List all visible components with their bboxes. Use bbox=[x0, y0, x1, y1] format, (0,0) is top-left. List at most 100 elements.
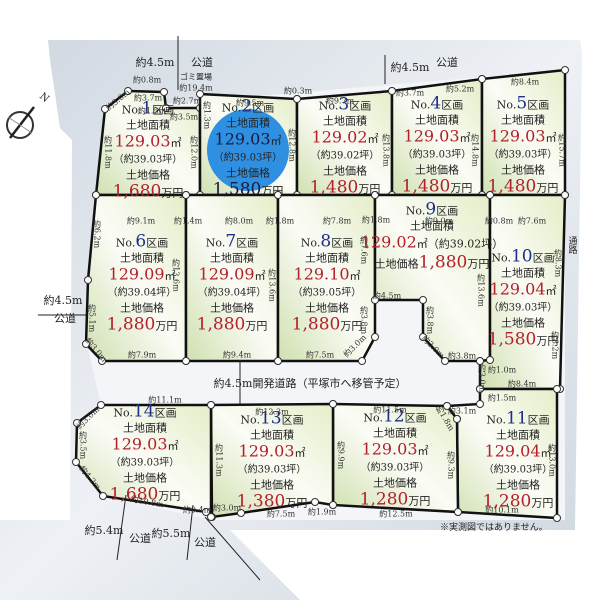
tsubo-value: （約39.03坪） bbox=[402, 149, 472, 161]
boundary-marker bbox=[196, 90, 204, 98]
no-prefix: No. bbox=[115, 236, 136, 250]
lot-label: 区画 bbox=[154, 406, 177, 420]
area-unit: ㎡ bbox=[294, 446, 306, 460]
land-area: 129.03㎡ bbox=[488, 127, 559, 148]
land-area: 129.03㎡ bbox=[237, 441, 308, 463]
compass-icon bbox=[6, 106, 35, 139]
boundary-marker bbox=[82, 340, 90, 348]
land-price: 1,380万円 bbox=[236, 491, 308, 513]
no-prefix: No. bbox=[486, 413, 506, 427]
no-prefix: No. bbox=[496, 98, 517, 112]
boundary-marker bbox=[454, 508, 462, 516]
area-unit: ㎡ bbox=[254, 269, 266, 283]
boundary-marker bbox=[101, 105, 109, 113]
area-value: 129.04 bbox=[489, 279, 546, 299]
dimension-label: 約11.8m bbox=[103, 135, 113, 169]
area-value: 129.10 bbox=[293, 264, 350, 284]
price-unit: 万円 bbox=[536, 181, 559, 195]
area-label: 土地面積 bbox=[495, 428, 540, 442]
price-label: 土地価格 bbox=[372, 476, 417, 490]
lot-label: 区画 bbox=[404, 411, 427, 425]
dimension-label: 約7.9m bbox=[127, 350, 157, 360]
dimension-label: 約4.5m bbox=[372, 291, 402, 301]
boundary-marker bbox=[371, 333, 379, 341]
land-area: 129.02㎡ bbox=[310, 128, 381, 149]
dimension-label: 約3.7m bbox=[395, 88, 425, 98]
price-value: 1,380 bbox=[236, 491, 286, 512]
price-unit: 万円 bbox=[245, 319, 268, 333]
boundary-marker bbox=[73, 419, 81, 427]
price-value: 1,680 bbox=[112, 181, 162, 202]
price-label: 土地価格 bbox=[322, 164, 367, 178]
area-unit: ㎡ bbox=[540, 446, 552, 460]
road-topright-type: 公道 bbox=[436, 56, 458, 69]
price-label: 土地価格 bbox=[500, 163, 545, 177]
boundary-marker bbox=[478, 75, 486, 83]
lot-label: 区画 bbox=[532, 251, 555, 265]
price-value: 1,480 bbox=[309, 177, 359, 198]
boundary-marker bbox=[476, 357, 484, 365]
lot-number-value: 10 bbox=[510, 246, 533, 267]
boundary-marker bbox=[207, 513, 215, 521]
price-label: 土地価格 bbox=[500, 316, 545, 330]
land-price: 1,480万円 bbox=[309, 177, 381, 199]
area-unit: ㎡ bbox=[170, 136, 182, 150]
dimension-label: 約1.8m bbox=[361, 215, 391, 225]
land-price: 1,580万円 bbox=[213, 180, 284, 201]
lot-label: 区画 bbox=[527, 98, 550, 112]
dimension-label: 約5.1m bbox=[87, 303, 97, 333]
land-area: 129.03㎡ bbox=[402, 127, 473, 148]
price-unit: 万円 bbox=[161, 186, 184, 200]
dimension-label: 約2.7m bbox=[172, 96, 202, 106]
boundary-marker bbox=[202, 508, 210, 516]
land-area: 129.04㎡ bbox=[483, 442, 554, 463]
price-unit: 万円 bbox=[285, 496, 308, 510]
dimension-label: 約1.5m bbox=[487, 393, 517, 403]
dimension-label: 約9.9m bbox=[336, 440, 346, 470]
lot-8-parcel[interactable] bbox=[276, 193, 377, 363]
dimension-label: 約1.9m bbox=[307, 507, 337, 517]
boundary-marker bbox=[274, 191, 282, 199]
area-value: 129.03 bbox=[114, 131, 171, 151]
road-width-arrows bbox=[38, 36, 386, 581]
land-price: 1,280万円 bbox=[483, 492, 554, 513]
road-bottom1-width: 約5.4m bbox=[84, 524, 124, 537]
area-value: 129.03 bbox=[111, 434, 168, 454]
area-label: 土地面積 bbox=[122, 421, 167, 435]
area-unit: ㎡ bbox=[417, 444, 429, 458]
lot-14-parcel[interactable] bbox=[74, 403, 213, 521]
lot-label: 区画 bbox=[441, 98, 464, 112]
dimension-label: 約6.2m bbox=[92, 219, 102, 249]
boundary-marker bbox=[371, 296, 379, 304]
land-price: 1,680万円 bbox=[112, 181, 184, 203]
area-value: 129.03 bbox=[238, 441, 295, 461]
boundary-marker bbox=[97, 401, 105, 409]
dimension-label: 約1.4m bbox=[173, 216, 203, 226]
dimension-label: 約11.3m bbox=[214, 443, 224, 477]
lot-label: 区画 bbox=[281, 413, 304, 427]
area-label: 土地面積 bbox=[209, 251, 254, 265]
price-unit: 万円 bbox=[450, 181, 473, 195]
dimension-label: 約9.7m bbox=[325, 96, 355, 106]
boundary-marker bbox=[162, 104, 170, 112]
boundary-marker bbox=[358, 357, 366, 365]
dimension-label: 約8.4m bbox=[507, 379, 537, 389]
area-value: 129.03 bbox=[214, 129, 271, 149]
lot-number-value: 7 bbox=[225, 231, 237, 252]
no-prefix: No. bbox=[491, 251, 511, 265]
land-price: 1,280万円 bbox=[360, 490, 431, 511]
